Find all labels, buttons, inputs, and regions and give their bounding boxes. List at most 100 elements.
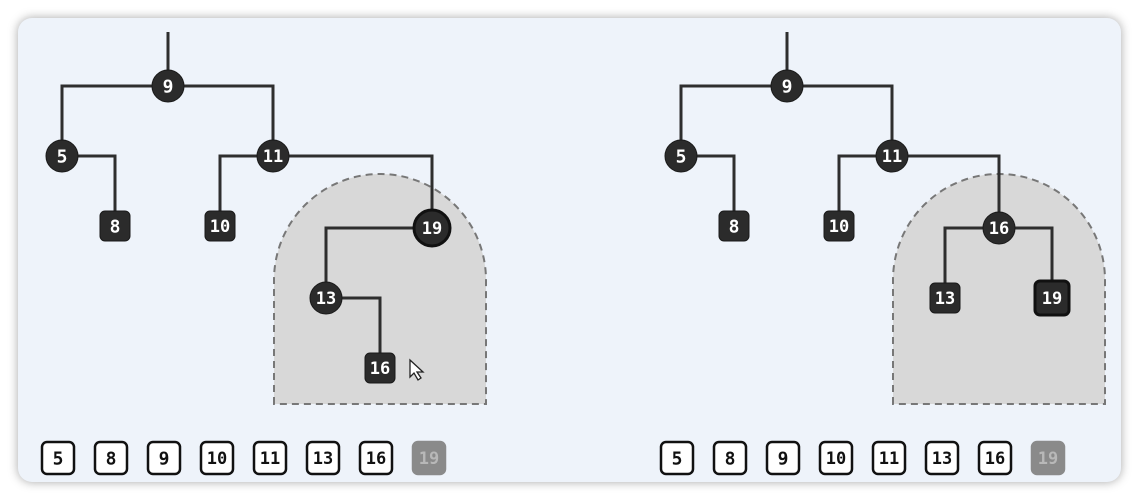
array-cell-11: 11 [871,440,907,476]
tree-node-9: 9 [770,69,804,103]
mouse-cursor-icon [409,358,425,381]
node-square [929,282,961,314]
bst-rotation-diagram: 9 5 11 8 10 19 13 16 5 8 9 10 11 13 16 19 9 5 11 8 10 16 13 19 5… [40,32,1106,476]
tree-panel-before: 9 5 11 8 10 19 13 16 5 8 9 10 11 13 16 19 [40,32,487,476]
array-cell-label: 19 [1038,449,1058,469]
array-cell-box [411,440,447,476]
node-square [99,210,131,242]
array-cell-box [712,440,748,476]
tree-edge [62,154,117,226]
tree-node-8: 8 [718,210,750,242]
array-cell-9: 9 [146,440,182,476]
node-label: 19 [422,219,442,239]
array-cell-13: 13 [924,440,960,476]
tree-node-10: 10 [204,210,236,242]
tree-node-16: 16 [982,211,1016,245]
node-circle [309,281,343,315]
node-circle [45,139,79,173]
array-cell-label: 11 [260,449,280,469]
array-cell-box [924,440,960,476]
tree-edge [324,226,432,298]
node-label: 13 [935,289,955,309]
node-label: 8 [729,217,740,238]
tree-node-16: 16 [364,352,396,384]
array-cell-label: 16 [985,449,1005,469]
array-cell-5: 5 [40,440,76,476]
tree-node-13: 13 [309,281,343,315]
array-cell-label: 10 [826,449,846,469]
diagram-frame: 9 5 11 8 10 19 13 16 5 8 9 10 11 13 16 19 9 5 11 8 10 16 13 19 5… [18,18,1121,482]
node-square [1033,279,1071,317]
tree-node-5: 5 [45,139,79,173]
tree-node-11: 11 [875,139,909,173]
array-cell-box [146,440,182,476]
tree-node-19: 19 [412,208,452,248]
tree-edge [60,84,168,156]
array-cell-box [199,440,235,476]
array-cell-box [252,440,288,476]
node-label: 16 [370,359,390,379]
array-cell-box [871,440,907,476]
tree-edge [787,84,894,156]
tree-edge [943,226,999,298]
tree-node-8: 8 [99,210,131,242]
tree-edge [218,154,273,226]
array-cell-box [1030,440,1066,476]
array-cell-16: 16 [358,440,394,476]
array-cell-label: 13 [313,449,333,469]
array-cell-label: 9 [778,449,789,470]
array-cell-label: 5 [672,449,683,470]
tree-node-11: 11 [256,139,290,173]
array-cell-19: 19 [1030,440,1066,476]
array-cell-label: 8 [106,449,117,470]
tree-node-10: 10 [823,210,855,242]
array-cell-9: 9 [765,440,801,476]
tree-edge [679,84,787,156]
tree-edge [837,154,892,226]
array-cell-label: 8 [725,449,736,470]
node-label: 5 [57,147,68,168]
node-circle [875,139,909,173]
tree-edge [273,154,434,228]
tree-edge [681,154,736,226]
array-cell-16: 16 [977,440,1013,476]
node-circle [982,211,1016,245]
tree-node-19: 19 [1033,279,1071,317]
node-label: 10 [829,217,849,237]
node-square [204,210,236,242]
array-cell-8: 8 [712,440,748,476]
node-label: 10 [210,217,230,237]
array-cell-label: 5 [53,449,64,470]
node-label: 19 [1042,289,1062,309]
array-cell-19: 19 [411,440,447,476]
node-label: 11 [882,147,902,167]
tree-edge [168,84,275,156]
array-cell-label: 16 [366,449,386,469]
node-square [364,352,396,384]
array-cell-box [358,440,394,476]
node-circle [770,69,804,103]
array-cell-10: 10 [818,440,854,476]
array-cell-box [977,440,1013,476]
tree-node-9: 9 [151,69,185,103]
array-cell-label: 10 [207,449,227,469]
array-cell-11: 11 [252,440,288,476]
tree-edge [999,226,1054,298]
array-cell-label: 11 [879,449,899,469]
array-cell-label: 9 [159,449,170,470]
node-label: 5 [676,147,687,168]
array-cell-5: 5 [659,440,695,476]
array-cell-box [93,440,129,476]
node-square [718,210,750,242]
node-circle [412,208,452,248]
array-cell-box [659,440,695,476]
node-circle [151,69,185,103]
node-circle [256,139,290,173]
node-label: 8 [110,217,121,238]
array-cell-box [765,440,801,476]
node-square [823,210,855,242]
node-label: 13 [316,289,336,309]
tree-panel-after: 9 5 11 8 10 16 13 19 5 8 9 10 11 13 16 19 [659,32,1106,476]
tree-node-13: 13 [929,282,961,314]
node-label: 11 [263,147,283,167]
